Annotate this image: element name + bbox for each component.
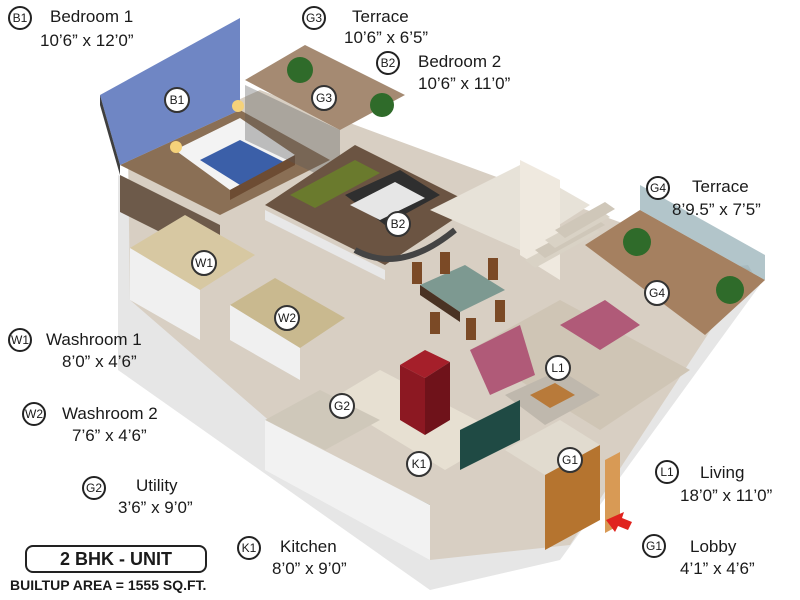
plan-tag-w2: W2 [274,305,300,331]
plan-tag-g4: G4 [644,280,670,306]
legend-w2-name: Washroom 2 [62,404,158,423]
legend-w1-dims: 8’0” x 4’6” [62,352,137,371]
legend-k1-name: Kitchen [280,537,337,556]
unit-type-label: 2 BHK - UNIT [25,545,207,573]
plan-tag-g1: G1 [557,447,583,473]
legend-b1-dims: 10’6” x 12’0” [40,31,134,50]
plan-tag-w1: W1 [191,250,217,276]
legend-g2-name: Utility [136,476,178,495]
legend-k1-dims: 8’0” x 9’0” [272,559,347,578]
legend-g1-badge: G1 [642,534,666,558]
legend-w2-badge: W2 [22,402,46,426]
legend-b2-name: Bedroom 2 [418,52,502,71]
washroom-1-floor [130,215,255,290]
legend-w1-name: Washroom 1 [46,330,142,349]
plan-tag-g2: G2 [329,393,355,419]
legend-g4-name: Terrace [692,177,749,196]
builtup-area-label: BUILTUP AREA = 1555 SQ.FT. [10,577,207,593]
living-floor [470,300,690,430]
utility-floor [265,390,380,450]
legend-g1-name: Lobby [690,537,737,556]
legend-g2-dims: 3’6” x 9’0” [118,498,193,517]
legend-g4-badge: G4 [646,176,670,200]
legend-w2-dims: 7’6” x 4’6” [72,426,147,445]
legend-g3-dims: 10’6” x 6’5” [344,28,429,47]
legend-g3-badge: G3 [302,6,326,30]
legend-b2-badge: B2 [376,51,400,75]
entry-arrow-icon [606,512,632,532]
plan-tag-b1: B1 [164,87,190,113]
legend-l1-badge: L1 [655,460,679,484]
staircase [525,202,615,268]
legend-w1-badge: W1 [8,328,32,352]
legend-l1-name: Living [700,463,745,482]
plan-tag-k1: K1 [406,451,432,477]
legend-b1-badge: B1 [8,6,32,30]
refrigerator [400,350,450,435]
legend-k1-badge: K1 [237,536,261,560]
legend-g3-name: Terrace [352,7,409,26]
legend-g4-dims: 8’9.5” x 7’5” [672,200,761,219]
plan-tag-g3: G3 [311,85,337,111]
legend-g1-dims: 4’1” x 4’6” [680,559,755,578]
plan-tag-l1: L1 [545,355,571,381]
legend-b1-name: Bedroom 1 [50,7,134,26]
legend-l1-dims: 18’0” x 11’0” [680,486,773,505]
plan-tag-b2: B2 [385,211,411,237]
legend-b2-dims: 10’6” x 11’0” [418,74,511,93]
legend-g2-badge: G2 [82,476,106,500]
lobby-floor [505,420,600,475]
